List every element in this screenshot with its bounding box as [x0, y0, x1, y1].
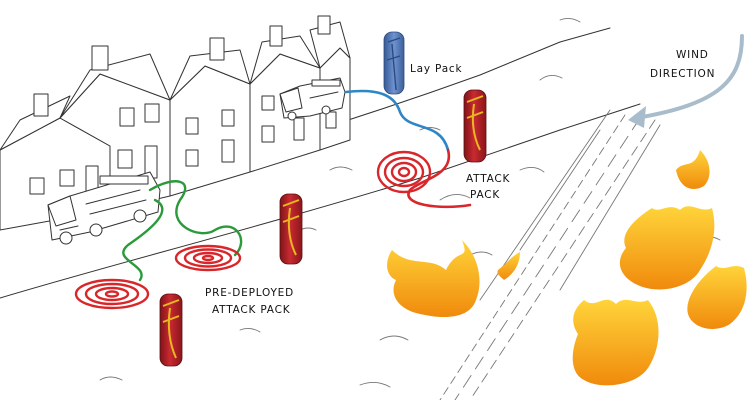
flame-icon	[497, 252, 520, 280]
attack-pack-label-line2: PACK	[470, 189, 500, 201]
ground-texture	[99, 17, 721, 388]
fire-engine-far	[279, 77, 346, 121]
supply-hose-line	[122, 180, 243, 282]
predeployed-label-line2: ATTACK PACK	[212, 304, 291, 316]
flame-icon	[687, 266, 747, 329]
hose-coil-middle	[174, 244, 242, 272]
attack-hose-line	[407, 148, 472, 209]
predeployed-pack-icon-upper	[279, 193, 303, 265]
wind-label-line2: DIRECTION	[650, 68, 715, 80]
wind-arrow-icon	[628, 34, 744, 128]
flame-icon	[676, 150, 710, 189]
houses	[0, 15, 351, 231]
lay-hose-line	[344, 89, 450, 152]
wind-label-line1: WIND	[676, 49, 709, 61]
lay-pack-label: Lay Pack	[410, 63, 463, 75]
hose-coil-left	[74, 278, 150, 310]
flame-icon	[572, 299, 659, 386]
attack-pack-icon	[463, 89, 487, 163]
fire-engine-near	[47, 171, 161, 245]
firebreak-lines	[439, 109, 661, 400]
flame-icon-cluster	[387, 150, 747, 386]
hose-coil-top	[376, 150, 432, 194]
predeployed-label-line1: PRE-DEPLOYED	[205, 287, 294, 299]
predeployed-pack-icon-lower	[159, 293, 183, 367]
attack-pack-label-line1: ATTACK	[466, 173, 511, 185]
flame-icon	[387, 240, 480, 318]
flame-icon	[619, 206, 715, 290]
lay-pack-icon	[383, 31, 405, 95]
